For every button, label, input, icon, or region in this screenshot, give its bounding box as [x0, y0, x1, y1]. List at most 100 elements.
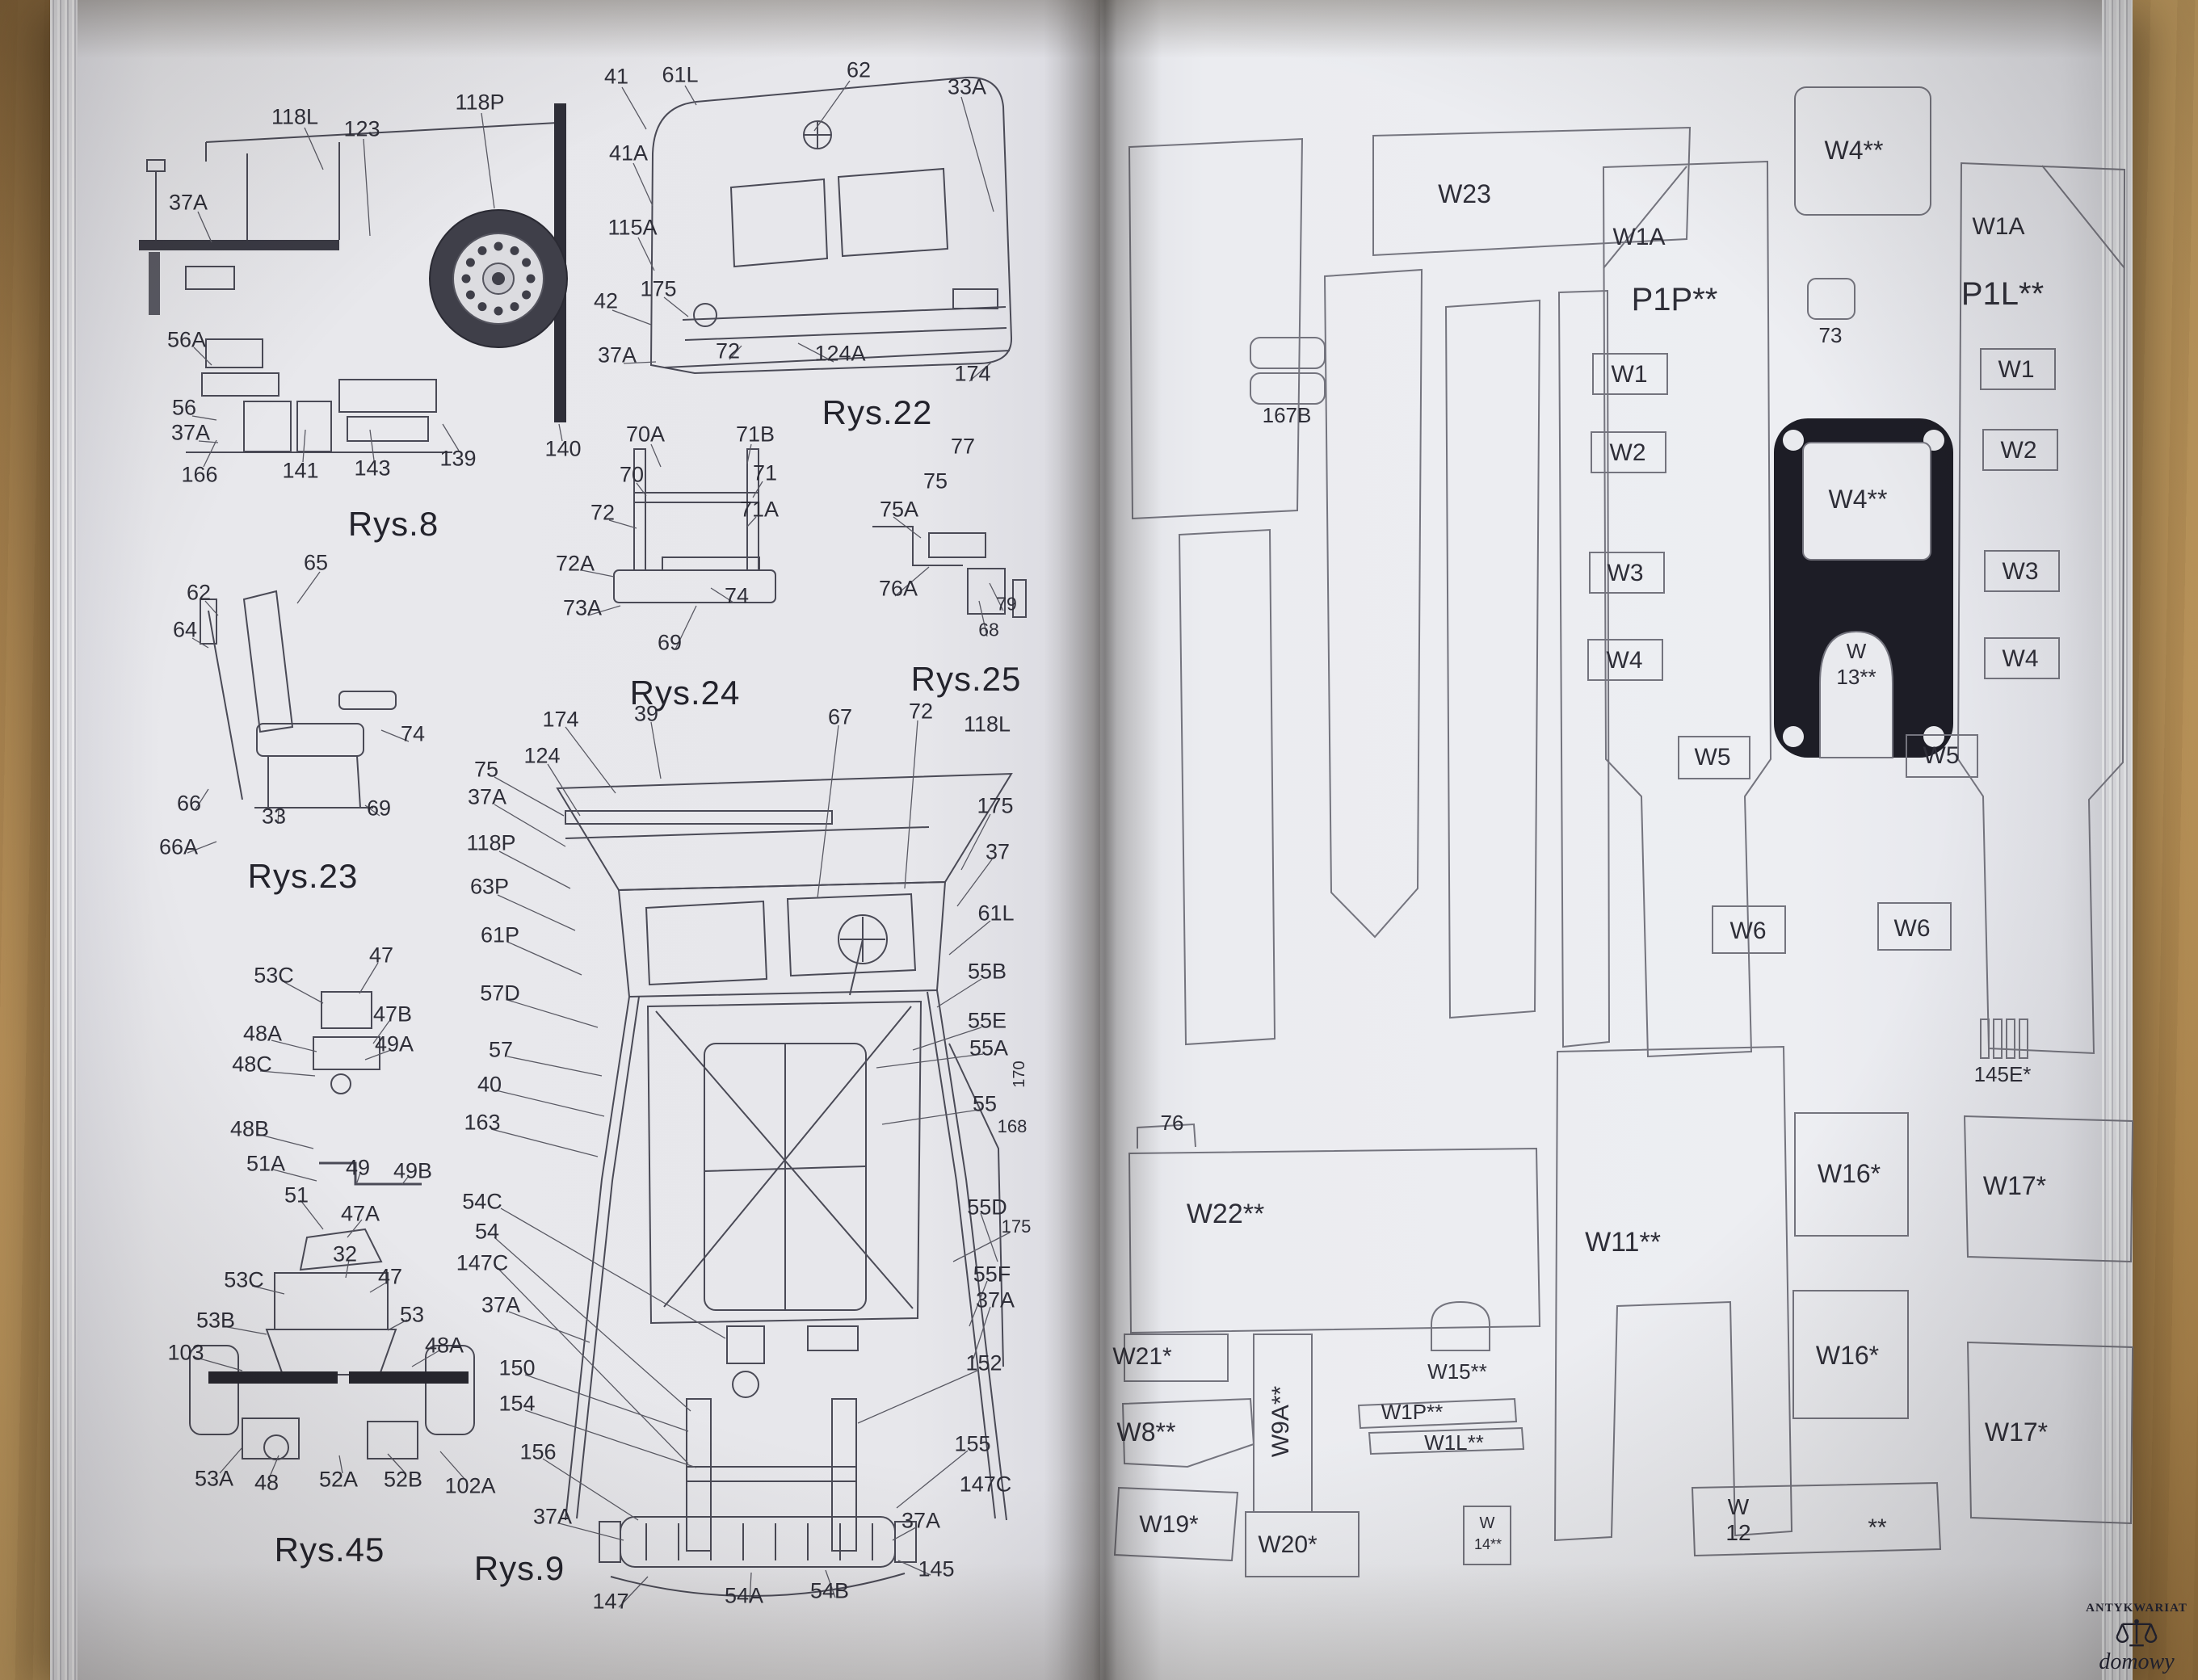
part-label: 175	[977, 793, 1014, 818]
part-label: 175	[640, 276, 677, 301]
part-label: 33	[261, 804, 287, 829]
part-label: W	[1479, 1514, 1495, 1532]
part-label: 48	[254, 1470, 279, 1495]
part-label: 124A	[814, 341, 866, 366]
part-label: 53B	[195, 1308, 236, 1333]
part-label: 55	[972, 1091, 998, 1116]
part-label: 13**	[1836, 665, 1876, 689]
part-label: W11**	[1585, 1227, 1661, 1258]
part-label: W2	[1609, 439, 1646, 466]
part-label: 166	[181, 462, 218, 487]
part-label: 147	[592, 1589, 629, 1614]
part-label: 12	[1725, 1520, 1751, 1545]
part-label: 41A	[608, 141, 649, 166]
figure-label: Rys.24	[629, 674, 741, 712]
part-label: W17*	[1984, 1418, 2049, 1447]
part-label: 155	[954, 1431, 991, 1456]
part-label: 55E	[967, 1008, 1007, 1033]
part-label: 103	[167, 1340, 204, 1365]
part-label: 168	[997, 1116, 1028, 1136]
part-label: 118P	[455, 90, 505, 115]
part-label: 70A	[625, 422, 666, 447]
part-label: W5	[1923, 742, 1960, 769]
part-label: 54B	[809, 1578, 850, 1603]
part-label: W4	[2002, 645, 2039, 672]
part-label: 63P	[469, 874, 510, 899]
part-label: W3	[1607, 560, 1644, 586]
part-label: 37A	[467, 784, 507, 809]
part-label: 154	[498, 1391, 536, 1416]
part-label: 37A	[901, 1508, 941, 1533]
part-label: 175	[1001, 1216, 1032, 1237]
part-label: 32	[332, 1241, 358, 1266]
part-label: 69	[657, 630, 683, 655]
part-label: 65	[303, 550, 329, 575]
part-label: 49A	[374, 1031, 414, 1056]
part-label: W23	[1438, 179, 1491, 208]
part-label: W	[1727, 1494, 1750, 1519]
part-label: 14**	[1473, 1536, 1502, 1552]
part-label: 48C	[232, 1052, 272, 1077]
part-label: 56	[171, 395, 197, 420]
part-label: 150	[498, 1355, 536, 1380]
part-label: 71	[752, 460, 778, 485]
part-label: W1A	[1972, 213, 2025, 240]
part-label: 66A	[158, 834, 199, 859]
part-label: 52B	[383, 1467, 423, 1492]
rys9-diagram	[556, 772, 1013, 1597]
part-label: W6	[1729, 918, 1767, 944]
part-label: 55A	[969, 1035, 1009, 1060]
part-label: 54C	[462, 1189, 502, 1214]
part-label: 75A	[879, 497, 919, 522]
part-label: 66	[176, 791, 202, 816]
part-label: 77	[950, 434, 976, 459]
part-label: W4**	[1828, 485, 1888, 514]
part-label: 145	[918, 1556, 955, 1581]
part-label: W4**	[1824, 136, 1884, 165]
part-label: 61L	[662, 62, 699, 87]
part-label: 37A	[481, 1292, 521, 1317]
part-label: 51	[284, 1182, 309, 1208]
part-label: 174	[542, 707, 579, 732]
figure-label: Rys.9	[473, 1549, 565, 1587]
part-label: 152	[965, 1350, 1002, 1376]
part-label: 57	[488, 1037, 514, 1062]
figure-label: Rys.23	[247, 857, 359, 895]
part-label: 75	[473, 757, 499, 782]
part-label: 53	[399, 1302, 425, 1327]
part-label: 71A	[739, 497, 780, 522]
part-label: W16*	[1817, 1159, 1881, 1188]
part-label: 156	[519, 1439, 557, 1464]
part-label: 147C	[959, 1472, 1012, 1497]
part-label: 76A	[878, 576, 918, 601]
part-label: 139	[439, 446, 477, 471]
stamp-text-bottom: domowy	[2099, 1649, 2175, 1674]
part-label: 55B	[967, 959, 1007, 984]
part-label: 68	[978, 619, 999, 640]
part-label: W1	[1611, 361, 1648, 388]
figure-label: Rys.22	[822, 393, 933, 431]
part-label: 47A	[340, 1201, 380, 1226]
part-label: 79	[996, 593, 1017, 615]
part-label: 47B	[372, 1002, 413, 1027]
part-label: W1A	[1612, 224, 1666, 250]
part-label: 61P	[480, 922, 520, 947]
rys22-diagram	[649, 76, 1013, 375]
part-label: 174	[954, 361, 991, 386]
part-label: W15**	[1427, 1359, 1487, 1384]
part-label: 72	[715, 338, 741, 363]
antykwariat-stamp: ANTYKWARIAT domowy	[2080, 1602, 2193, 1675]
part-label: 53C	[224, 1267, 264, 1292]
part-label: 49	[345, 1155, 371, 1180]
part-label: W5	[1694, 744, 1731, 771]
part-label: W1P**	[1381, 1400, 1444, 1424]
part-label: 39	[633, 701, 659, 726]
rys24-diagram	[613, 448, 1027, 618]
rys8-diagram	[139, 103, 568, 453]
part-label: 40	[477, 1072, 502, 1097]
part-label: W19*	[1139, 1511, 1199, 1538]
